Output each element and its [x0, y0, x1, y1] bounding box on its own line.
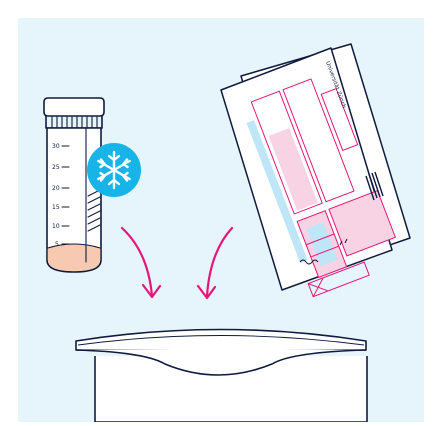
snowflake-icon [87, 143, 141, 197]
scale-label: 5 [55, 241, 59, 248]
ziplock-bag-icon [76, 330, 367, 423]
scale-label: 20 [52, 185, 60, 192]
scale-label: 10 [52, 223, 60, 230]
scale-label: 15 [52, 204, 60, 211]
scale-label: 25 [52, 164, 60, 171]
container-cap [44, 98, 104, 116]
scale-label: 30 [52, 143, 60, 150]
specimen-liquid [48, 244, 100, 271]
